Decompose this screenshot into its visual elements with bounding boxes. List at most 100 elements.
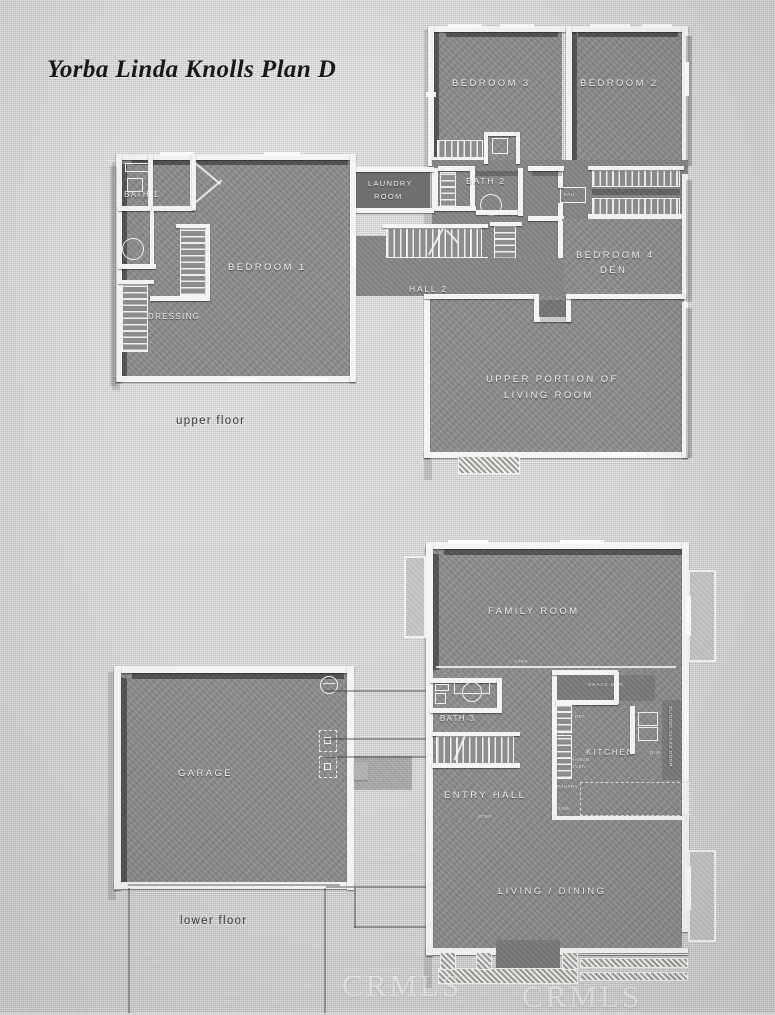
wall-shadow: [578, 32, 678, 37]
room-label-bath-1: BATH 1: [124, 190, 160, 199]
window: [448, 540, 488, 544]
room-label-garage: GARAGE: [178, 768, 234, 779]
room-label-entry-hall: ENTRY HALL: [444, 790, 527, 801]
staircase-lower: [436, 736, 514, 764]
room-label-upper-living-line1: UPPER PORTION OF: [486, 374, 619, 385]
room-label-hall-2: HALL 2: [409, 284, 448, 294]
wall: [118, 206, 156, 211]
refrigerator-hatch: [556, 705, 572, 733]
lot-line: [128, 888, 130, 1013]
wall: [528, 216, 564, 221]
wall: [428, 26, 566, 32]
room-family: [432, 548, 682, 670]
wall: [424, 296, 430, 458]
wall: [484, 132, 520, 136]
appliance-marker: [324, 737, 331, 744]
wall-shadow: [434, 32, 439, 160]
closet-hatch: [494, 226, 516, 260]
window: [160, 152, 194, 156]
wall-shadow: [532, 171, 562, 176]
wall: [347, 666, 354, 706]
wall: [682, 174, 688, 302]
room-label-upper-living-line2: LIVING ROOM: [504, 390, 594, 401]
porch-step-hatch: [562, 952, 578, 970]
room-label-bedroom-4: BEDROOM 4: [576, 250, 655, 261]
sliding-door: [686, 596, 691, 636]
window: [500, 24, 534, 28]
walk-hatch: [580, 958, 688, 968]
wall: [176, 224, 210, 228]
sink-fixture: [122, 238, 144, 260]
lot-line: [354, 926, 426, 928]
lower-floor-caption: lower floor: [180, 915, 248, 927]
wall: [552, 670, 618, 675]
watermark-right: CRMLS: [522, 979, 643, 1014]
cooktop-box: [638, 712, 658, 726]
room-bedroom-1-wing: [120, 158, 352, 380]
porch-step-hatch: [440, 952, 456, 970]
lot-line: [324, 888, 326, 1013]
wall: [114, 666, 121, 890]
fau-closet: [560, 187, 586, 203]
wall: [682, 302, 688, 458]
tub-fixture: [125, 163, 149, 172]
wall: [350, 154, 356, 214]
vanity-counter: [454, 680, 490, 694]
watermark-left: CRMLS: [342, 968, 463, 1003]
wall: [432, 732, 520, 736]
tub-fixture: [435, 684, 449, 691]
wall: [150, 296, 210, 301]
closet-hatch: [440, 172, 456, 208]
wall: [152, 206, 196, 211]
wall: [682, 820, 689, 932]
closet-hatch: [437, 140, 483, 158]
room-label-den: DEN: [600, 265, 628, 276]
wall: [438, 166, 474, 171]
wall: [192, 154, 196, 210]
hall-connector: [356, 236, 386, 296]
wall-shadow: [433, 554, 439, 670]
sliding-door: [684, 700, 689, 780]
patio-left: [404, 556, 426, 638]
room-label-bedroom-2: BEDROOM 2: [580, 78, 659, 89]
wall-shadow: [446, 32, 558, 37]
wall-shadow: [121, 678, 127, 882]
wall: [426, 670, 433, 826]
wall: [426, 820, 433, 956]
room-label-family: FAMILY ROOM: [488, 606, 580, 617]
wall: [558, 203, 563, 221]
wall: [426, 542, 688, 549]
wall: [148, 154, 153, 210]
sink-fixture: [480, 194, 502, 216]
refrigerator-label: REF: [575, 714, 586, 719]
room-bedroom-4-den: [562, 219, 684, 299]
wall: [528, 166, 564, 171]
wall: [558, 221, 563, 277]
window: [228, 378, 260, 382]
wall: [348, 167, 434, 172]
plan-shadow: [110, 166, 117, 386]
wall: [534, 294, 539, 320]
wall: [566, 26, 572, 166]
wall: [150, 211, 154, 267]
wall: [552, 670, 557, 716]
wall: [588, 214, 684, 219]
wall-shadow: [122, 164, 127, 376]
pantry-label: PANTRY: [557, 784, 579, 789]
wall: [470, 166, 475, 208]
room-hall-2: [352, 258, 564, 296]
wall: [558, 168, 563, 188]
wall: [118, 264, 156, 269]
window: [448, 24, 482, 28]
window: [300, 378, 328, 382]
lot-line: [324, 756, 426, 758]
wall: [114, 666, 354, 673]
water-heater-icon: [323, 683, 335, 685]
page-title: Yorba Linda Knolls Plan D: [47, 56, 337, 83]
toilet-fixture: [435, 693, 446, 704]
wall-shadow: [686, 308, 692, 458]
room-label-laundry-line1: LAUNDRY: [368, 179, 413, 188]
window: [426, 92, 436, 97]
wall: [432, 206, 476, 211]
fau-label: FAU: [564, 192, 575, 197]
